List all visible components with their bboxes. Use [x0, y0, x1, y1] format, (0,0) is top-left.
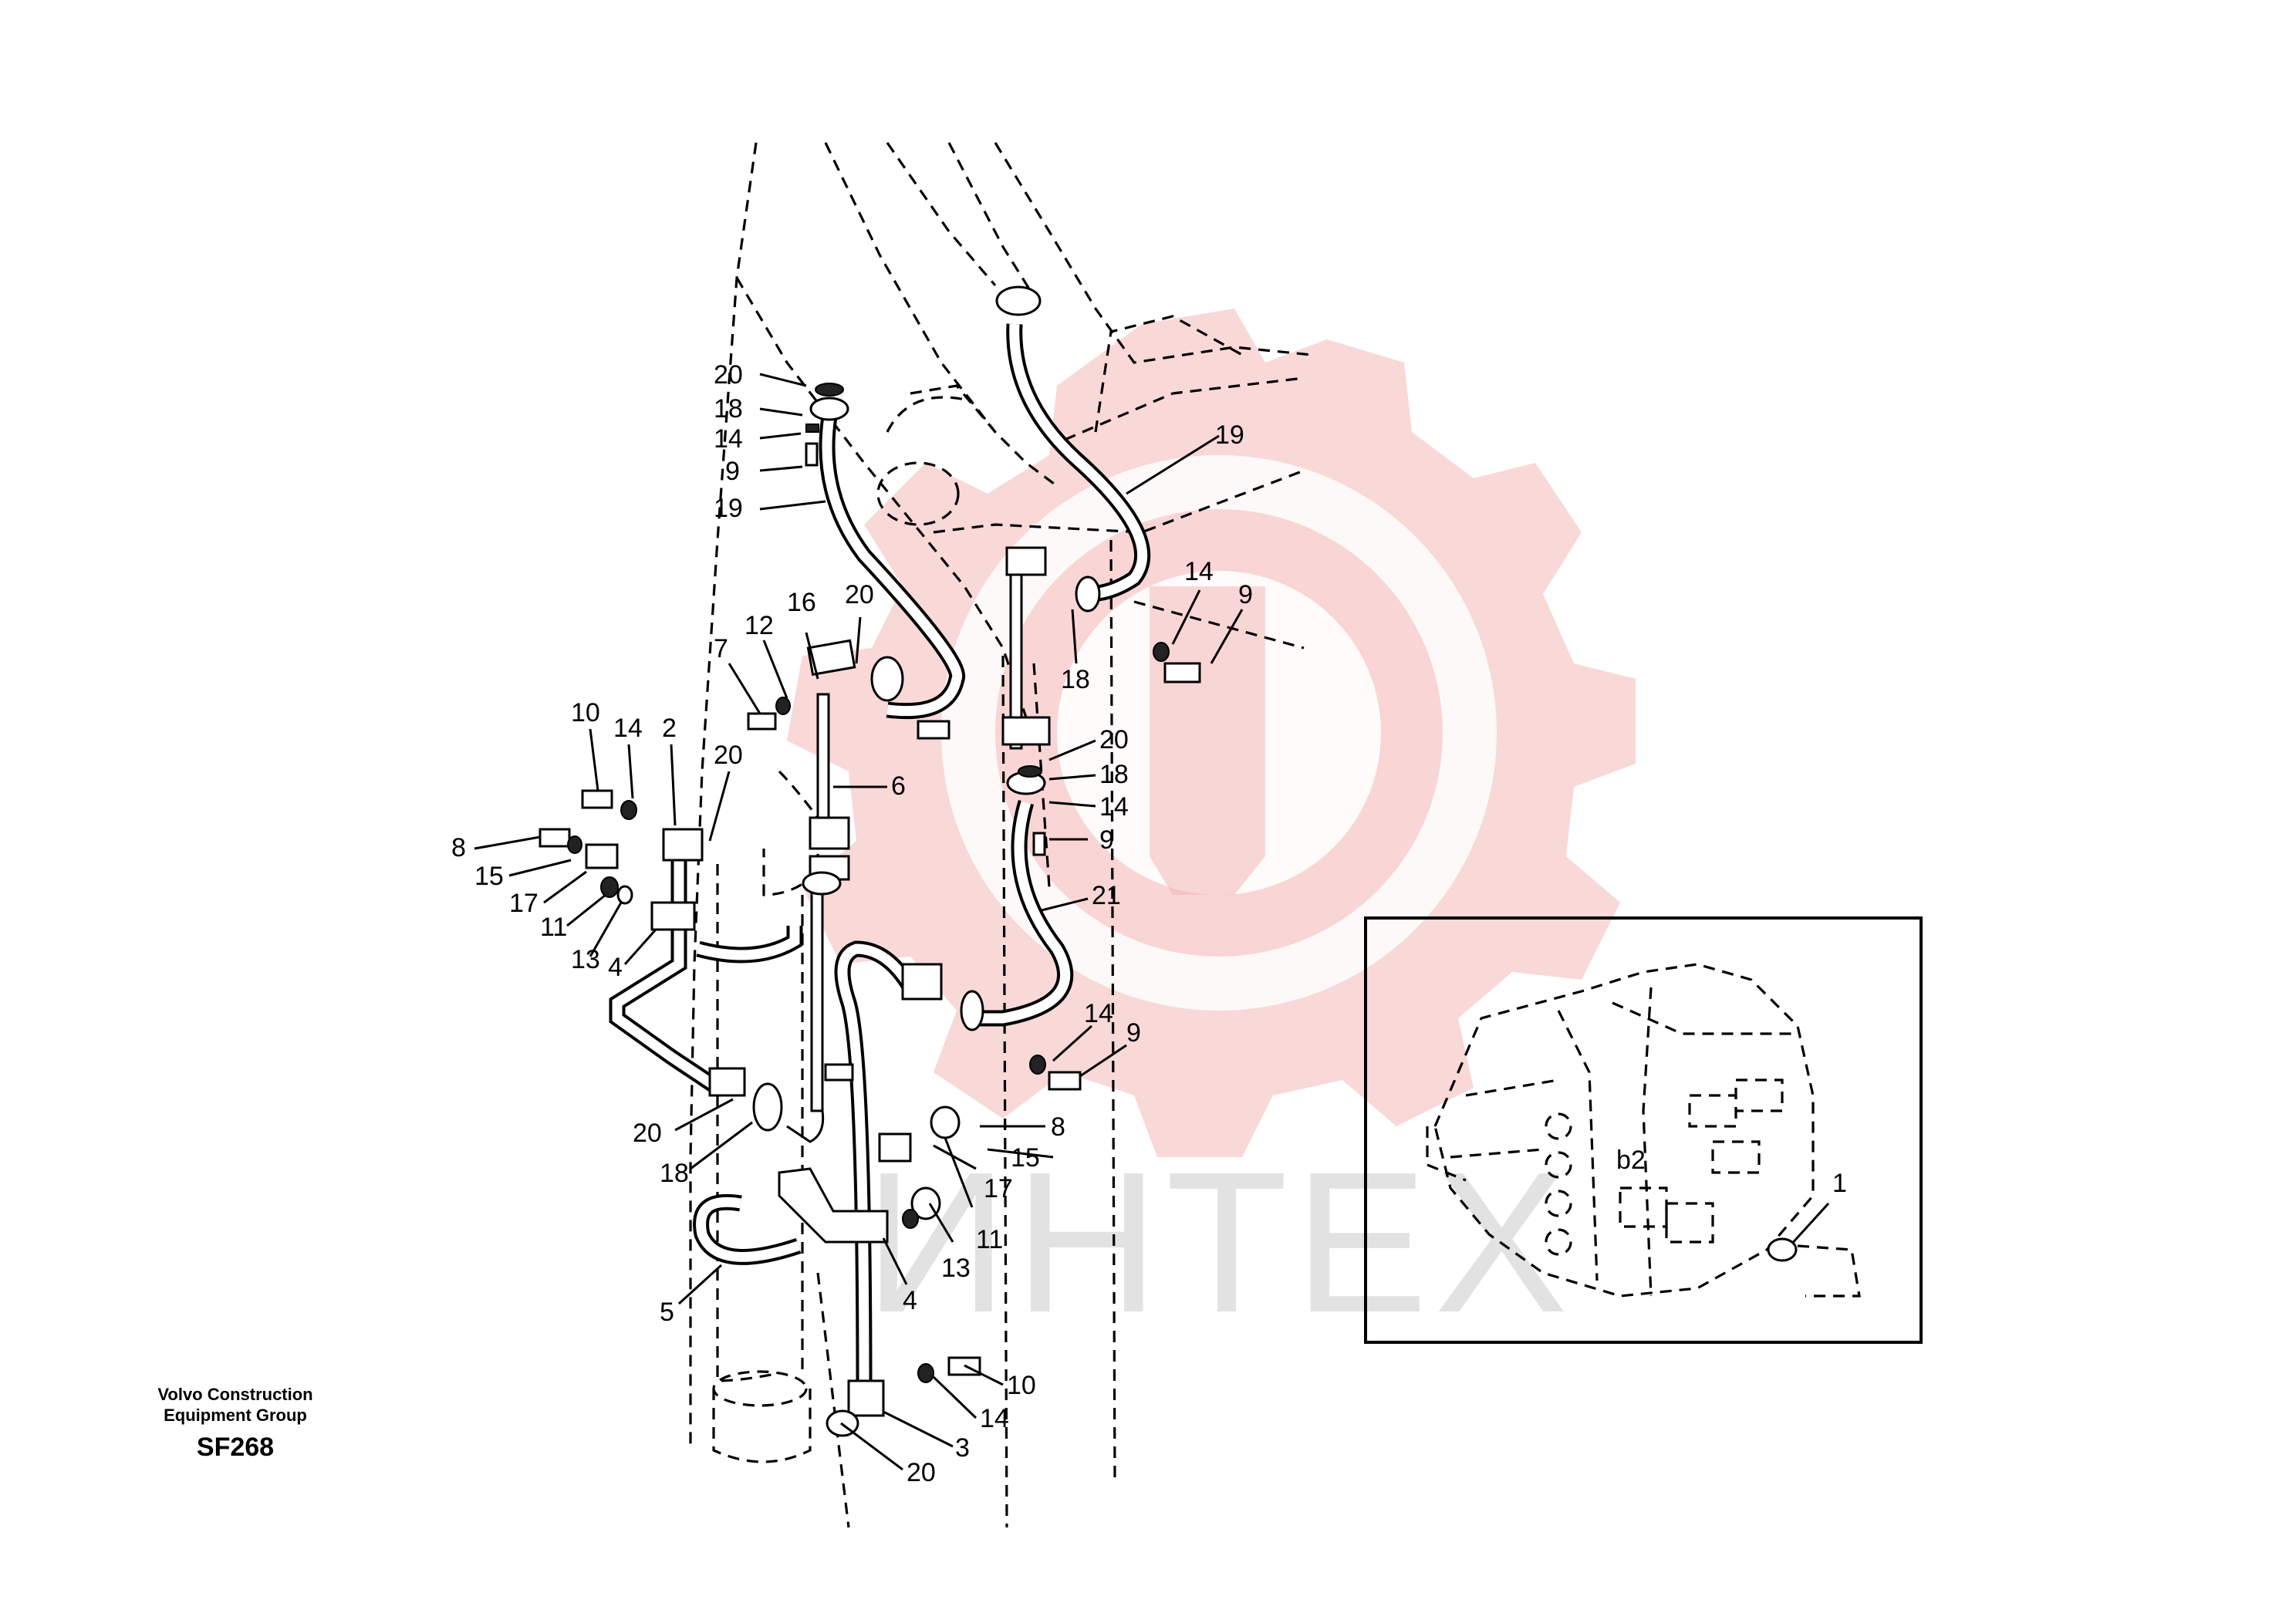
callout-6: 6	[891, 771, 906, 801]
hose-19-left	[819, 415, 966, 720]
callout-14: 14	[1099, 792, 1129, 822]
callout-15: 15	[474, 862, 504, 891]
hose-19-right	[1006, 323, 1151, 602]
callout-15: 15	[1011, 1143, 1040, 1173]
callout-20: 20	[1099, 725, 1129, 754]
callout-9: 9	[1126, 1018, 1141, 1048]
callout-7: 7	[714, 634, 728, 663]
callout-18: 18	[714, 394, 743, 424]
watermark-gear	[787, 309, 1636, 1157]
callout-10: 10	[1007, 1371, 1036, 1400]
callout-14: 14	[714, 424, 743, 454]
inset-view: b2	[1364, 916, 1923, 1344]
callout-20: 20	[633, 1119, 662, 1148]
leader-lines	[474, 373, 1830, 1471]
hose-21	[964, 799, 1073, 1027]
callout-11: 11	[976, 1225, 1003, 1254]
callout-3: 3	[955, 1433, 970, 1463]
callout-8: 8	[451, 833, 466, 862]
callout-13: 13	[941, 1254, 971, 1283]
hose-5	[693, 926, 803, 1265]
callout-20: 20	[907, 1458, 936, 1487]
callout-21: 21	[1092, 881, 1121, 910]
callout-10: 10	[571, 698, 600, 727]
callout-9: 9	[1238, 580, 1253, 609]
callout-4: 4	[608, 953, 623, 982]
callout-14: 14	[613, 714, 643, 743]
callout-20: 20	[714, 741, 743, 770]
callout-labels: 20 18 14 9 19 19 14 9 18 16 12 7 20 6 20…	[451, 360, 1847, 1487]
callout-19: 19	[1215, 420, 1244, 450]
callout-18: 18	[660, 1159, 689, 1188]
callout-4: 4	[903, 1286, 917, 1315]
callout-16: 16	[787, 588, 816, 617]
callout-14: 14	[1184, 557, 1214, 586]
callout-8: 8	[1051, 1112, 1065, 1142]
callout-9: 9	[1099, 825, 1114, 855]
callout-20: 20	[845, 580, 874, 609]
callout-18: 18	[1099, 760, 1129, 789]
callout-12: 12	[745, 611, 774, 640]
inset-label-b2: b2	[1616, 1146, 1646, 1175]
callout-14: 14	[1084, 999, 1113, 1028]
callout-17: 17	[509, 889, 539, 918]
callout-19: 19	[714, 494, 743, 523]
callout-18: 18	[1061, 665, 1090, 694]
pipe-6	[786, 693, 830, 1143]
company-name-line1: Volvo Construction	[157, 1385, 312, 1404]
callout-13: 13	[571, 945, 600, 974]
callout-9: 9	[725, 457, 740, 486]
callout-5: 5	[660, 1298, 674, 1327]
callout-20: 20	[714, 360, 743, 390]
fittings	[539, 285, 1201, 1437]
callout-17: 17	[984, 1174, 1013, 1203]
control-valve	[1426, 963, 1861, 1298]
pipe-3	[834, 940, 918, 1389]
callout-2: 2	[662, 714, 677, 743]
drawing-code: SF268	[197, 1433, 274, 1462]
callout-14: 14	[980, 1404, 1009, 1433]
pipe-2	[609, 849, 722, 1095]
company-name-line2: Equipment Group	[164, 1406, 307, 1425]
watermark-text: ИНТЕХ	[864, 1131, 1574, 1355]
footer-block: Volvo Construction Equipment Group SF268	[157, 1385, 312, 1462]
callout-1: 1	[1832, 1169, 1847, 1198]
callout-11: 11	[540, 913, 567, 942]
